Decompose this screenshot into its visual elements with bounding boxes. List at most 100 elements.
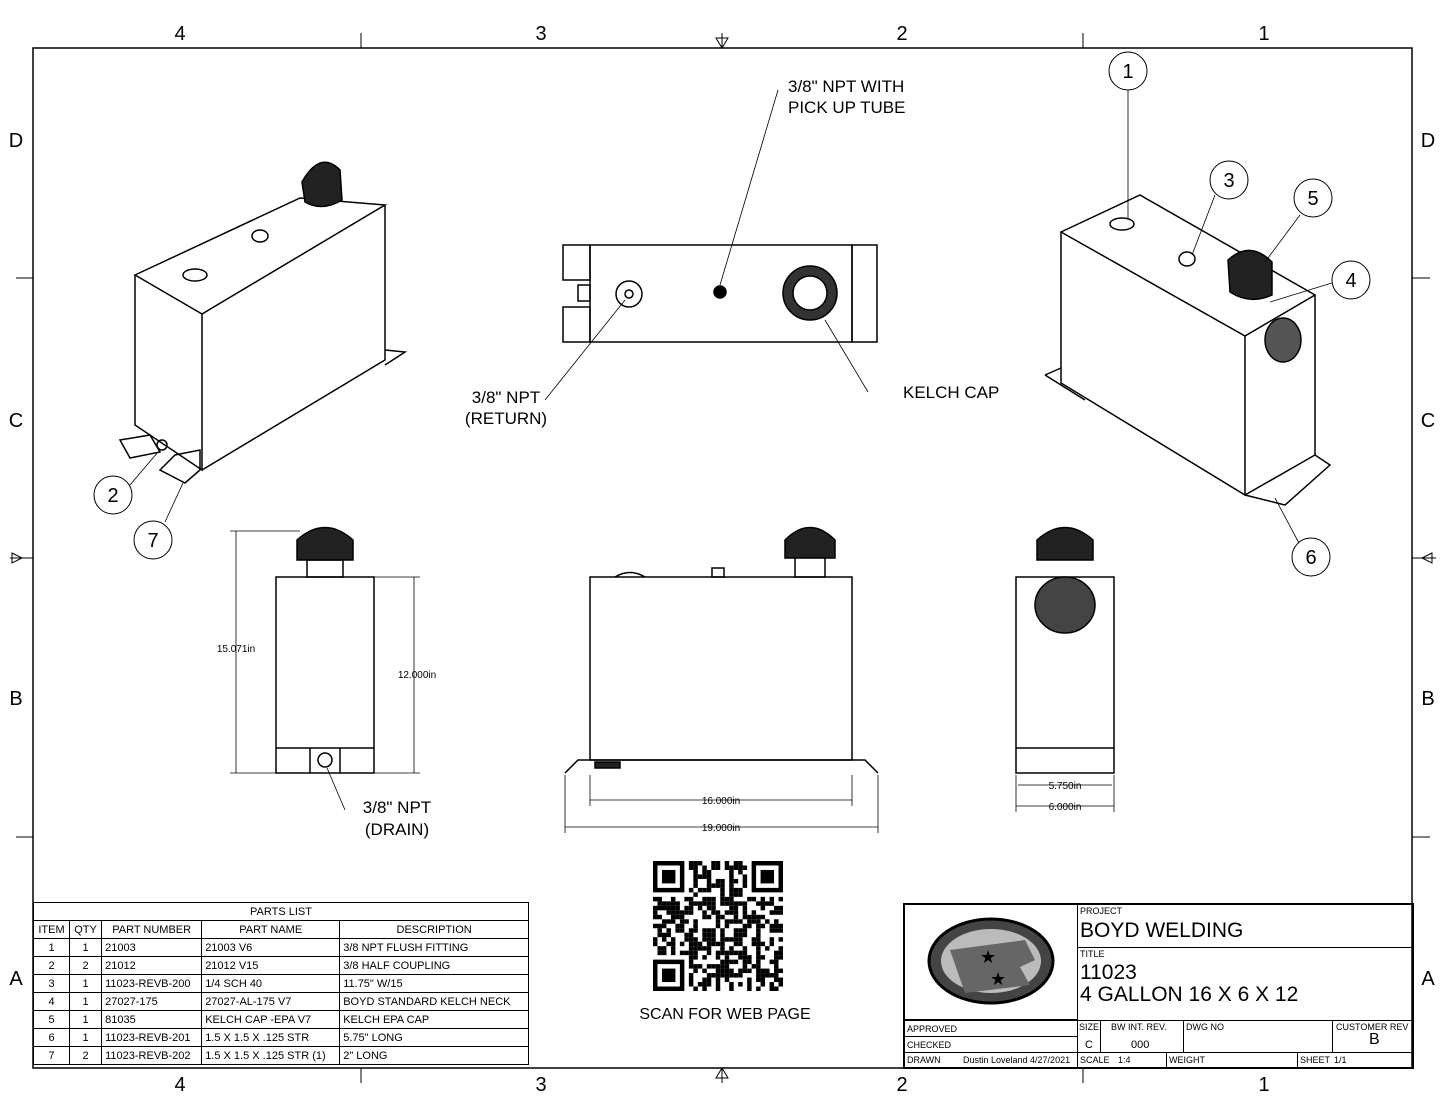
qr-module (747, 968, 752, 974)
qr-module (702, 874, 707, 879)
callout-return-line1: 3/8" NPT (472, 388, 540, 407)
qr-module (702, 932, 707, 938)
qr-module (693, 968, 698, 974)
qr-module (765, 973, 770, 978)
qr-module (756, 928, 761, 933)
qr-module (720, 887, 725, 893)
qr-module (706, 874, 712, 879)
qr-code[interactable] (653, 861, 783, 991)
qr-module (706, 887, 712, 893)
qr-module (706, 914, 712, 920)
boyd-logo-icon: ★★ (927, 917, 1055, 1005)
cell-part-name: KELCH CAP -EPA V7 (201, 1010, 341, 1029)
qr-module (666, 941, 671, 947)
qr-module (661, 923, 667, 929)
qr-module (724, 901, 730, 906)
qr-module (688, 964, 694, 969)
qr-module (760, 905, 766, 911)
qr-module (729, 937, 734, 942)
qr-module (684, 896, 689, 902)
cell-qty: 1 (69, 938, 103, 957)
qr-module (697, 941, 703, 947)
qr-module (715, 955, 721, 960)
zone-row-d: D (9, 130, 23, 152)
dim-body-width: 5.750in (1049, 781, 1082, 792)
header-part-name: PART NAME (201, 920, 341, 939)
project-cell: PROJECT BOYD WELDING (1077, 904, 1413, 948)
qr-module (738, 937, 743, 942)
qr-module (666, 928, 671, 933)
qr-module (778, 896, 783, 902)
dim-body-height: 12.000in (398, 670, 436, 681)
qr-module (760, 901, 766, 906)
qr-module (653, 923, 658, 929)
qr-module (769, 941, 775, 947)
qr-finder (661, 869, 676, 884)
qr-module (679, 941, 685, 947)
qr-module (688, 910, 694, 915)
header-item: ITEM (32, 920, 71, 939)
cell-description: 5.75" LONG (339, 1028, 529, 1047)
qr-module (733, 861, 739, 866)
qr-module (729, 982, 734, 987)
balloon-1: 1 (1122, 61, 1133, 83)
qr-module (774, 950, 779, 956)
qr-module (711, 932, 716, 938)
cell-item: 7 (32, 1046, 71, 1065)
qr-module (684, 910, 689, 915)
cell-qty: 1 (69, 992, 103, 1011)
qr-module (693, 892, 698, 897)
qr-module (711, 937, 716, 942)
qr-module (702, 914, 707, 920)
svg-text:★: ★ (990, 969, 1006, 989)
qr-module (738, 973, 743, 978)
dim-overall-height: 15.071in (217, 644, 255, 655)
qr-module (706, 869, 712, 875)
cell-part-name: 1.5 X 1.5 X .125 STR (201, 1028, 341, 1047)
qr-module (724, 910, 730, 915)
qr-module (756, 923, 761, 929)
top-view (562, 244, 878, 343)
cell-part-number: 27027-175 (101, 992, 203, 1011)
qr-module (729, 910, 734, 915)
qr-module (760, 941, 766, 947)
zone-col-2-bottom: 2 (896, 1074, 907, 1096)
qr-module (769, 986, 775, 991)
qr-module (733, 932, 739, 938)
balloon-3: 3 (1223, 170, 1234, 192)
qr-module (702, 937, 707, 942)
qr-module (733, 910, 739, 915)
qr-module (742, 883, 748, 888)
qr-module (747, 923, 752, 929)
qr-module (688, 973, 694, 978)
qr-module (724, 865, 730, 870)
balloon-7: 7 (147, 530, 158, 552)
qr-module (738, 892, 743, 897)
qr-module (729, 883, 734, 888)
zone-row-c-right: C (1421, 410, 1435, 432)
qr-module (724, 977, 730, 983)
qr-module (706, 905, 712, 911)
qr-module (693, 919, 698, 924)
qr-module (720, 914, 725, 920)
qr-module (733, 950, 739, 956)
qr-module (693, 986, 698, 991)
qr-module (653, 896, 658, 902)
qr-module (756, 919, 761, 924)
qr-module (715, 973, 721, 978)
qr-module (670, 901, 676, 906)
qr-module (738, 869, 743, 875)
qr-module (706, 973, 712, 978)
qr-module (720, 941, 725, 947)
parts-list-title: PARTS LIST (33, 902, 529, 921)
qr-module (724, 896, 730, 902)
qr-module (774, 977, 779, 983)
qr-module (711, 941, 716, 947)
cell-qty: 1 (69, 1010, 103, 1029)
qr-module (661, 937, 667, 942)
qr-module (756, 950, 761, 956)
qr-module (720, 964, 725, 969)
checked-label: CHECKED (907, 1040, 952, 1050)
zone-col-3: 3 (535, 23, 546, 45)
qr-module (653, 905, 658, 911)
